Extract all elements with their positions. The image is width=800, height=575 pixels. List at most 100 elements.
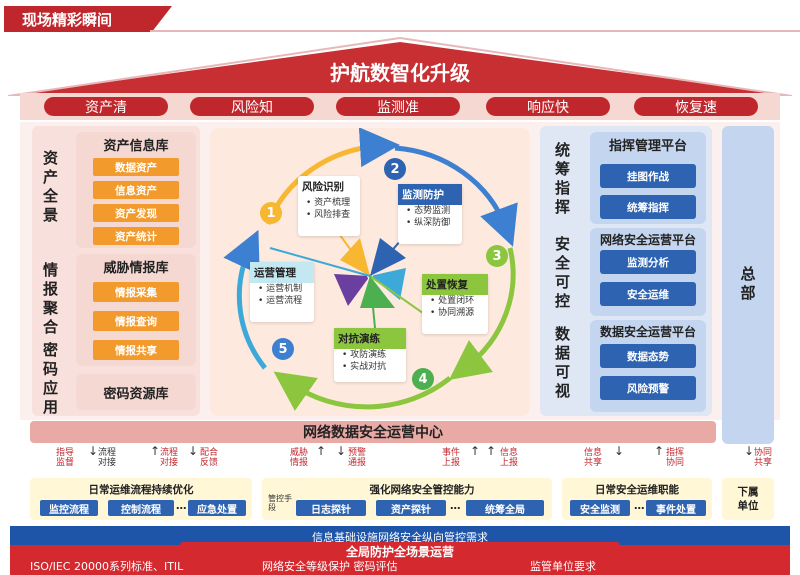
flow-arrow-up-2: ↑ (316, 444, 327, 458)
pill-asset: 资产清 (44, 97, 168, 116)
threat-item-collect: 情报采集 (93, 282, 179, 302)
flow-arrow-down-3: ↓ (336, 444, 347, 458)
threat-lib-title: 威胁情报库 (103, 260, 169, 276)
netops-item-analysis: 监测分析 (600, 250, 696, 274)
flow-guide: 指导监督 (56, 448, 75, 468)
step-ops-title: 运营管理 (250, 262, 314, 283)
step-monitor-title: 监测防护 (398, 184, 462, 205)
base-regulator: 监管单位要求 (530, 560, 596, 573)
flow-arrow-down-1: ↓ (88, 444, 99, 458)
flow-threat: 威胁情报 (290, 448, 309, 468)
step-monitor-item-2: • 纵深防御 (406, 218, 451, 228)
daily-flow-ellipsis: … (176, 500, 187, 512)
hq-box: 总部 (722, 126, 774, 444)
base-level-protect: 网络安全等级保护 密码评估 (262, 560, 398, 573)
step-recover-item-1: • 处置闭环 (430, 296, 475, 306)
right-vert-data: 数据可视 (553, 326, 571, 402)
sub-unit-label: 下属单位 (737, 486, 759, 512)
pill-response: 响应快 (486, 97, 610, 116)
base-title-band (180, 542, 620, 560)
asset-item-stats: 资产统计 (93, 227, 179, 245)
step-drill-item-1: • 攻防演练 (342, 350, 387, 360)
threat-item-share: 情报共享 (93, 340, 179, 360)
base-iso: ISO/IEC 20000系列标准、ITIL (30, 560, 184, 573)
flow-coop-share: 协同共享 (754, 448, 773, 468)
flow-info-share: 信息共享 (584, 448, 603, 468)
step-ops-item-1: • 运营机制 (258, 284, 303, 294)
roof-shape (7, 36, 793, 96)
base-title: 全局防护全场景运营 (345, 544, 454, 559)
btn-monitor-flow: 监控流程 (40, 500, 98, 516)
step-3-badge: 3 (486, 245, 508, 267)
step-4-badge: 4 (412, 368, 434, 390)
section-header-title: 现场精彩瞬间 (22, 10, 113, 29)
flow-process-1: 流程对接 (98, 448, 117, 468)
dataops-item-situation: 数据态势 (600, 344, 696, 368)
pill-monitor: 监测准 (336, 97, 460, 116)
btn-control-flow: 控制流程 (108, 500, 174, 516)
btn-global: 统筹全局 (466, 500, 544, 516)
step-recover-card: 处置恢复 • 处置闭环 • 协同溯源 (422, 274, 488, 334)
roof-title: 护航数智化升级 (330, 60, 470, 85)
cycle-diagram (223, 128, 518, 411)
flow-warning: 预警通报 (348, 448, 367, 468)
group-daily-flow-title: 日常运维流程持续优化 (88, 484, 194, 496)
threat-item-query: 情报查询 (93, 311, 179, 331)
daily-ops-ellipsis: … (634, 500, 645, 512)
flow-arrow-down-5: ↓ (744, 444, 755, 458)
btn-security-monitor: 安全监测 (570, 500, 630, 516)
header-underline (150, 30, 800, 32)
base-requirements-text: 信息基础设施网络安全纵向管控需求 (312, 531, 488, 544)
group-strengthen-title: 强化网络安全管控能力 (369, 484, 475, 496)
flow-arrow-down-2: ↓ (188, 444, 199, 458)
step-ops-card: 运营管理 • 运营机制 • 运营流程 (250, 262, 314, 322)
right-vert-safe: 安全可控 (553, 236, 571, 312)
step-ops-item-2: • 运营流程 (258, 296, 303, 306)
step-recover-title: 处置恢复 (422, 274, 488, 295)
cmd-platform-title: 指挥管理平台 (608, 138, 687, 154)
step-recover-item-2: • 协同溯源 (430, 308, 475, 318)
btn-asset-probe: 资产探针 (376, 500, 446, 516)
flow-arrow-up-4: ↑ (486, 444, 497, 458)
step-risk-card: 风险识别 • 资产梳理 • 风险排查 (298, 176, 360, 236)
group-daily-ops-title: 日常安全运维职能 (595, 484, 679, 496)
flow-arrow-up-3: ↑ (470, 444, 481, 458)
netops-item-maint: 安全运维 (600, 282, 696, 306)
step-5-badge: 5 (272, 338, 294, 360)
left-vert-asset: 资产全景 (41, 150, 59, 226)
control-means-label: 管控手段 (268, 494, 292, 512)
flow-info-report: 信息上报 (500, 448, 519, 468)
asset-lib-title: 资产信息库 (103, 138, 169, 154)
step-1-badge: 1 (260, 202, 282, 224)
flow-arrow-down-4: ↓ (614, 444, 625, 458)
asset-item-data: 数据资产 (93, 158, 179, 176)
left-vert-intel: 情报聚合 (41, 262, 59, 338)
step-drill-card: 对抗演练 • 攻防演练 • 实战对抗 (334, 328, 406, 382)
dataops-item-warning: 风险预警 (600, 376, 696, 400)
cmd-item-plan: 统筹指挥 (600, 195, 696, 219)
flow-arrow-up-5: ↑ (654, 444, 665, 458)
dataops-platform-title: 数据安全运营平台 (599, 324, 696, 339)
step-drill-title: 对抗演练 (334, 328, 406, 349)
btn-log-probe: 日志探针 (296, 500, 366, 516)
section-header-tag: 现场精彩瞬间 (4, 6, 172, 32)
step-risk-item-2: • 风险排查 (306, 210, 351, 220)
btn-event-handle: 事件处置 (646, 500, 706, 516)
hq-label: 总部 (738, 266, 757, 304)
step-risk-title: 风险识别 (302, 181, 344, 193)
cmd-item-map: 挂图作战 (600, 164, 696, 188)
flow-command: 指挥协同 (666, 448, 685, 468)
left-vert-crypto: 密码应用 (41, 342, 59, 418)
right-vert-plan: 统筹指挥 (553, 142, 571, 218)
flow-process-2: 流程对接 (160, 448, 179, 468)
step-monitor-item-1: • 态势监测 (406, 206, 451, 216)
step-drill-item-2: • 实战对抗 (342, 362, 387, 372)
btn-emergency: 应急处置 (188, 500, 246, 516)
netops-platform-title: 网络安全运营平台 (599, 232, 696, 247)
asset-item-info: 信息资产 (93, 181, 179, 199)
group-sub-unit: 下属单位 (722, 478, 774, 520)
group-daily-ops: 日常安全运维职能 安全监测 … 事件处置 (562, 478, 712, 520)
step-risk-item-1: • 资产梳理 (306, 198, 351, 208)
group-daily-flow: 日常运维流程持续优化 监控流程 控制流程 … 应急处置 (30, 478, 252, 520)
asset-item-discover: 资产发现 (93, 204, 179, 222)
